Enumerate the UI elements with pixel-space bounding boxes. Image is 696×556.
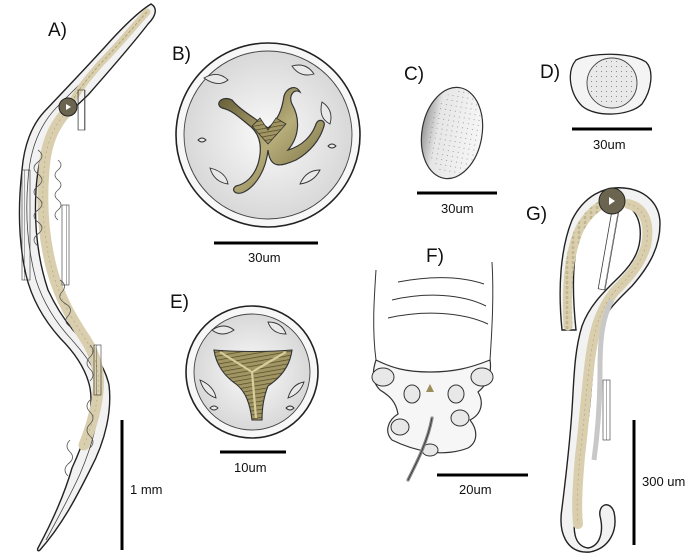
panel-c: C) 30um <box>404 64 497 216</box>
panel-e-label: E) <box>170 292 189 313</box>
panel-d: D) 30um <box>540 53 652 152</box>
panel-d-scale-label: 30um <box>593 137 626 152</box>
panel-b-label: B) <box>172 44 191 65</box>
panel-b-scale-label: 30um <box>248 250 281 265</box>
panel-e: E) 10um <box>170 292 319 475</box>
panel-f-scale-label: 20um <box>459 482 492 497</box>
panel-a: A) 1 mm <box>18 3 163 552</box>
panel-a-label: A) <box>48 20 67 41</box>
worm-g-cuticle <box>559 187 661 553</box>
panel-a-scale-label: 1 mm <box>130 482 163 497</box>
panel-b: B) 30um <box>172 42 361 265</box>
panel-f: F) 20um <box>371 246 528 497</box>
panel-c-label: C) <box>404 64 424 85</box>
panel-c-scale-label: 30um <box>441 201 474 216</box>
panel-f-label: F) <box>426 246 444 267</box>
panel-e-scale-label: 10um <box>234 460 267 475</box>
panel-d-label: D) <box>540 62 560 83</box>
panel-g-scale-label: 300 um <box>642 474 685 489</box>
worm-a-cuticle <box>18 3 156 552</box>
panel-g: G) 300 um <box>526 187 685 553</box>
panel-g-label: G) <box>526 204 547 225</box>
